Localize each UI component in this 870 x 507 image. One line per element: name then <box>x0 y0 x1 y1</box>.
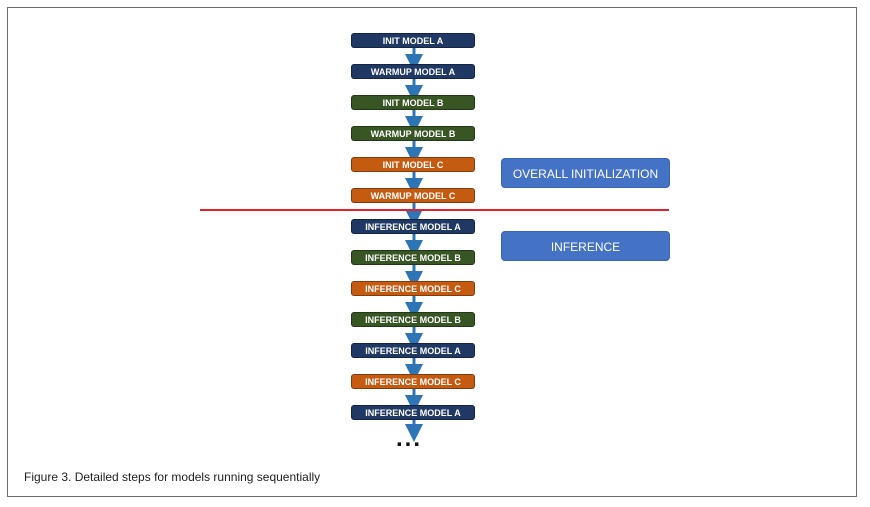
step-inference-model-a-2: INFERENCE MODEL A <box>351 343 475 358</box>
step-inference-model-c-2: INFERENCE MODEL C <box>351 374 475 389</box>
step-inference-model-a-1: INFERENCE MODEL A <box>351 219 475 234</box>
step-inference-model-c-1: INFERENCE MODEL C <box>351 281 475 296</box>
inference-box: INFERENCE <box>501 231 670 261</box>
step-init-model-a: INIT MODEL A <box>351 33 475 48</box>
step-inference-model-b-1: INFERENCE MODEL B <box>351 250 475 265</box>
step-warmup-model-b: WARMUP MODEL B <box>351 126 475 141</box>
arrow-layer <box>405 48 423 442</box>
step-inference-model-a-3: INFERENCE MODEL A <box>351 405 475 420</box>
figure-caption: Figure 3. Detailed steps for models runn… <box>24 470 321 484</box>
flow-diagram: INIT MODEL A WARMUP MODEL A INIT MODEL B… <box>200 33 670 451</box>
step-init-model-b: INIT MODEL B <box>351 95 475 110</box>
phase-divider-line <box>200 209 669 211</box>
step-warmup-model-a: WARMUP MODEL A <box>351 64 475 79</box>
step-inference-model-b-2: INFERENCE MODEL B <box>351 312 475 327</box>
overall-initialization-box: OVERALL INITIALIZATION <box>501 158 670 188</box>
step-init-model-c: INIT MODEL C <box>351 157 475 172</box>
step-warmup-model-c: WARMUP MODEL C <box>351 188 475 203</box>
